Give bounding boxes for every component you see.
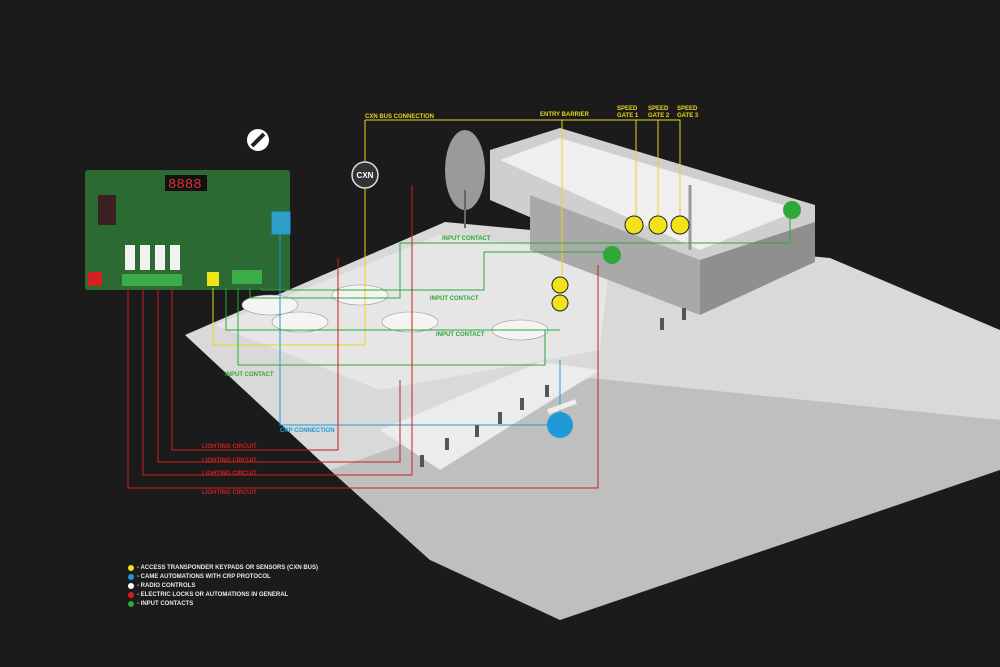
label-input-contact: INPUT CONTACT (436, 332, 485, 338)
cxn-bus-wiring (212, 119, 681, 346)
legend: - ACCESS TRANSPONDER KEYPADS OR SENSORS … (128, 563, 318, 608)
crp-wiring (279, 234, 561, 426)
legend-item-input: - INPUT CONTACTS (128, 599, 318, 608)
control-board: 8888 (85, 129, 291, 290)
label-cxn-bus: CXN BUS CONNECTION (365, 114, 434, 120)
label-lighting-circuit: LIGHTING CIRCUIT (202, 471, 257, 477)
legend-text: - ELECTRIC LOCKS OR AUTOMATIONS IN GENER… (137, 591, 289, 598)
road (330, 378, 1000, 620)
green-dot-icon (128, 600, 134, 607)
bollards (420, 308, 686, 467)
legend-text: - RADIO CONTROLS (137, 582, 196, 589)
label-lighting-circuit: LIGHTING CIRCUIT (202, 444, 257, 450)
lighting-wiring (127, 185, 599, 489)
legend-text: - ACCESS TRANSPONDER KEYPADS OR SENSORS … (137, 564, 319, 571)
cxn-badge-icon (351, 161, 379, 189)
label-speed-gate-3-b: GATE 3 (677, 113, 699, 119)
white-dot-icon (128, 582, 134, 589)
cxn-devices (551, 215, 690, 312)
cxn-badge: CXN (357, 171, 374, 180)
input-contact-device-icon (783, 201, 801, 219)
label-speed-gate-1-a: SPEED (617, 106, 638, 112)
label-speed-gate-1-b: GATE 1 (617, 113, 639, 119)
legend-item-locks: - ELECTRIC LOCKS OR AUTOMATIONS IN GENER… (128, 590, 318, 599)
label-lighting-circuit: LIGHTING CIRCUIT (202, 490, 257, 496)
label-speed-gate-2-a: SPEED (648, 106, 669, 112)
legend-text: - INPUT CONTACTS (137, 600, 194, 607)
label-speed-gate-3-a: SPEED (677, 106, 698, 112)
label-input-contact: INPUT CONTACT (430, 296, 479, 302)
legend-item-radio: - RADIO CONTROLS (128, 581, 318, 590)
input-contact-wiring (225, 210, 791, 366)
legend-text: - CAME AUTOMATIONS WITH CRP PROTOCOL (137, 573, 271, 580)
label-crp-connection: CRP CONNECTION (280, 428, 335, 434)
label-entry-barrier: ENTRY BARRIER (540, 112, 590, 118)
tree (445, 130, 485, 228)
yellow-dot-icon (128, 564, 134, 571)
parked-cars (241, 284, 549, 341)
legend-item-crp: - CAME AUTOMATIONS WITH CRP PROTOCOL (128, 572, 318, 581)
blue-dot-icon (128, 573, 134, 580)
input-contact-device-icon (603, 246, 621, 264)
label-lighting-circuit: LIGHTING CIRCUIT (202, 458, 257, 464)
red-dot-icon (128, 591, 134, 598)
legend-item-cxn: - ACCESS TRANSPONDER KEYPADS OR SENSORS … (128, 563, 318, 572)
label-input-contact: INPUT CONTACT (225, 372, 274, 378)
barrier-automation-icon (547, 412, 573, 438)
label-input-contact: INPUT CONTACT (442, 236, 491, 242)
label-speed-gate-2-b: GATE 2 (648, 113, 670, 119)
pcb-display: 8888 (168, 177, 202, 193)
